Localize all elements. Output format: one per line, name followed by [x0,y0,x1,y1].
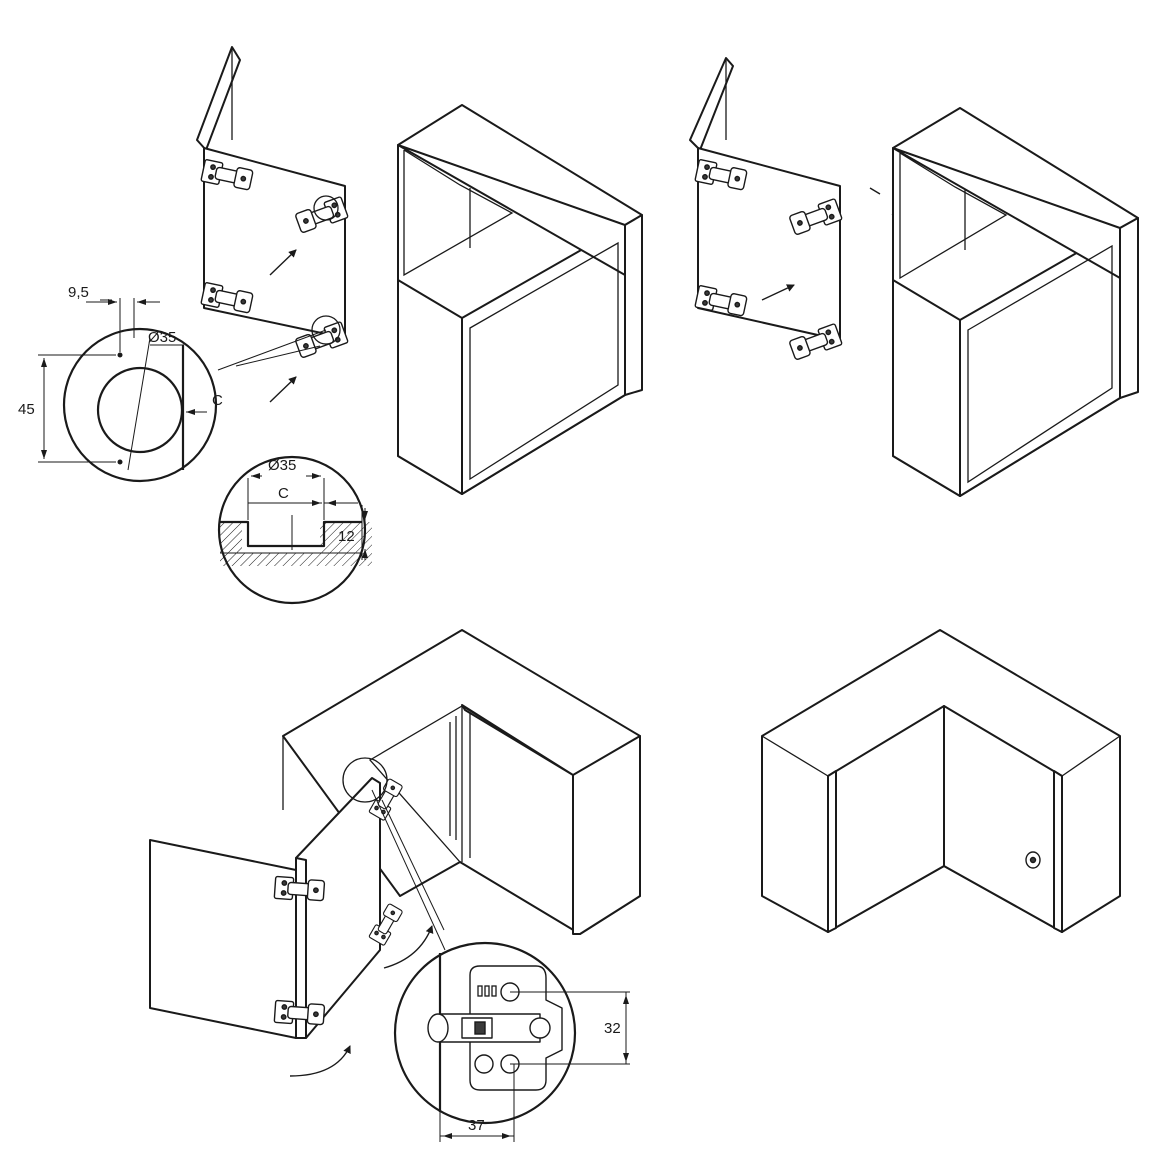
dim-section-diameter: Ø35 [268,457,296,474]
step4-closed-corner-cabinet [761,629,1121,933]
step3-swing-arrows [289,925,434,1077]
mounting-plate-detail: 32 37 [371,789,630,1142]
step3-folded-doors [149,757,405,1039]
dim-plate-hole-spacing: 32 [604,1020,621,1037]
dim-cup-depth: 12 [338,528,355,545]
dim-hole-spacing: 45 [18,401,35,418]
step1-insert-arrows [269,249,297,403]
dim-edge-distance: C [212,392,223,409]
step1-corner-cabinet [397,104,643,495]
step2-corner-cabinet [892,107,1139,497]
dim-hole-offset: 9,5 [68,284,89,301]
step2-door-with-hinges [689,57,843,362]
cup-hole-detail: 9,5 Ø35 45 C [18,284,327,483]
cabinet-lock-icon [1025,851,1041,869]
cup-section-detail: Ø35 C 12 [217,455,372,605]
dim-cup-diameter: Ø35 [148,329,176,346]
dim-plate-offset: 37 [468,1117,485,1134]
dim-section-edge: C [278,485,289,502]
step1-door-with-hinges [196,46,349,360]
